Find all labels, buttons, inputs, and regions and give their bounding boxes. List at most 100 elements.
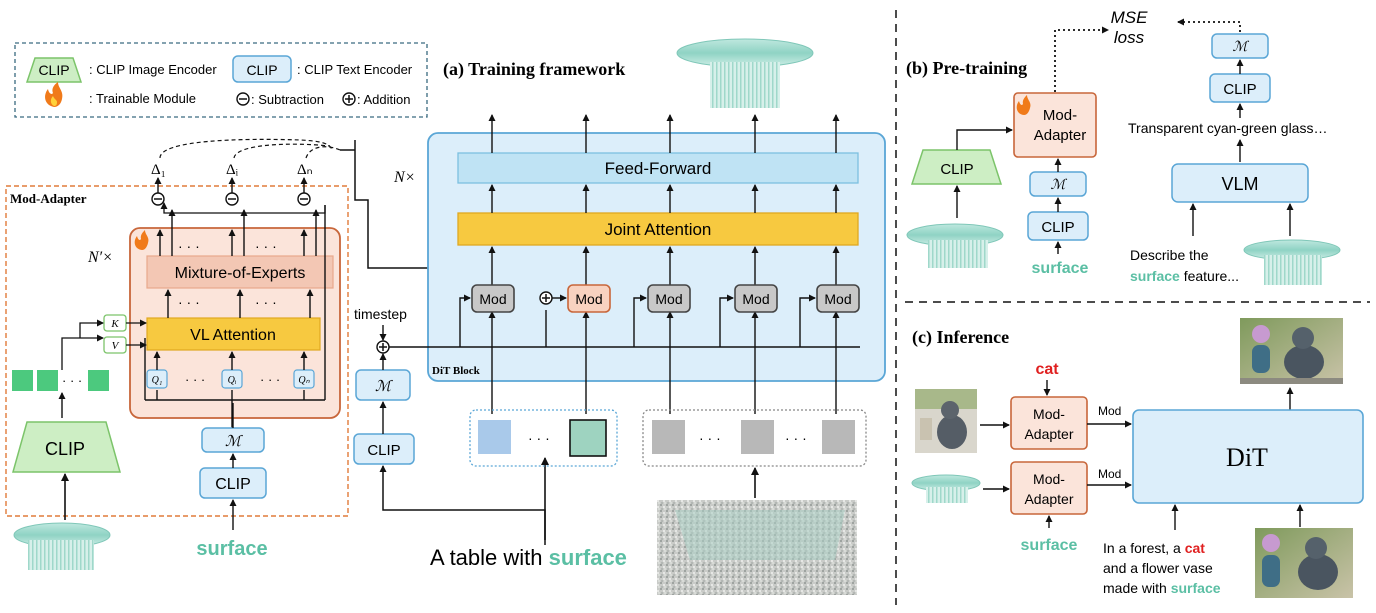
clip-text-encoder-label: CLIP: [1041, 219, 1074, 236]
text-token-surface: [569, 419, 607, 457]
mse-loss-line2: loss: [1114, 28, 1145, 47]
key-label: K: [110, 318, 119, 330]
legend-image-encoder-desc: : CLIP Image Encoder: [89, 62, 217, 77]
dit-block: [427, 132, 886, 382]
n-prime-label: N′×: [87, 249, 113, 266]
delta-n-label: Δₙ: [297, 162, 313, 178]
dots: · · ·: [255, 238, 277, 254]
surface-word: surface: [1021, 537, 1078, 554]
mod-adapter-label-line1: Mod-: [1033, 406, 1065, 422]
inference-prompt-line3-prefix: made with: [1103, 580, 1171, 596]
query-label-i: Qᵢ: [228, 375, 237, 386]
inference-prompt-line3: made with surface: [1103, 580, 1221, 596]
mod-adapter-label-line1: Mod-: [1043, 107, 1077, 124]
dit-label: DiT: [1226, 443, 1268, 472]
mod-label: Mod: [575, 291, 602, 307]
surface-word: surface: [1032, 260, 1089, 277]
dots: · · ·: [255, 294, 277, 310]
clip-image-encoder-label: CLIP: [45, 439, 85, 459]
vlm-caption: Transparent cyan-green glass…: [1128, 120, 1327, 136]
clip-image-encoder-shape: [25, 57, 83, 83]
surface-image: [911, 474, 981, 503]
inference-prompt-line1: In a forest, a cat: [1103, 540, 1205, 556]
dots: · · ·: [62, 373, 82, 388]
delta-outputs: Δ₁ Δᵢ Δₙ: [151, 138, 341, 214]
clip-image-encoder: [12, 421, 121, 473]
image-token: [88, 370, 109, 391]
legend-subtraction-desc: : Subtraction: [251, 92, 324, 107]
modifier-label: ℳ: [1051, 178, 1068, 193]
flame-icon: [134, 230, 149, 250]
describe-prompt-rest: feature...: [1180, 268, 1239, 284]
dots: · · ·: [699, 430, 721, 446]
reference-cat-vase-image: [1255, 528, 1353, 598]
legend-clip-image-label: CLIP: [38, 62, 69, 78]
mod-box: [471, 284, 515, 313]
inference-prompt-cat: cat: [1185, 540, 1206, 556]
delta-i-label: Δᵢ: [226, 162, 239, 178]
image-token: [741, 420, 774, 454]
describe-prompt-line2: surface feature...: [1130, 268, 1239, 284]
image-token: [822, 420, 855, 454]
mod-adapter-block: [1010, 461, 1088, 515]
mod-label: Mod: [655, 291, 682, 307]
training-prompt-word: surface: [549, 545, 627, 570]
flame-icon: [45, 82, 63, 107]
legend-text-encoder-desc: : CLIP Text Encoder: [297, 62, 413, 77]
mod-box: [734, 284, 778, 313]
mod-label: Mod: [1098, 404, 1121, 418]
inference-prompt-line1-prefix: In a forest, a: [1103, 540, 1185, 556]
mse-loss-line1: MSE: [1111, 8, 1149, 27]
mod-label: Mod: [1098, 467, 1121, 481]
dots: · · ·: [178, 294, 200, 310]
mod-label: Mod: [824, 291, 851, 307]
surface-image: [1243, 239, 1341, 285]
flame-icon: [1016, 95, 1031, 115]
dots: · · ·: [178, 238, 200, 254]
clip-text-encoder-shape: [232, 55, 292, 83]
image-token: [12, 370, 33, 391]
modifier-box: [1211, 33, 1269, 59]
mod-adapter-region: [5, 185, 349, 517]
dit-block-label: DiT Block: [432, 365, 481, 377]
joint-attention-label: Joint Attention: [605, 220, 712, 239]
describe-prompt-line1: Describe the: [1130, 247, 1209, 263]
image-token: [37, 370, 58, 391]
surface-word: surface: [196, 538, 267, 560]
feed-forward-block: [457, 152, 859, 184]
generated-table-image: [676, 38, 814, 108]
modifier-label: ℳ: [375, 379, 393, 395]
dots: · · ·: [260, 372, 280, 387]
mod-adapter-label-line2: Adapter: [1024, 426, 1073, 442]
legend-addition-desc: : Addition: [357, 92, 411, 107]
inference-prompt-surface: surface: [1171, 580, 1221, 596]
clip-text-encoder-label: CLIP: [215, 476, 251, 493]
panel-a-title: (a) Training framework: [443, 59, 625, 80]
vlm-block: [1171, 163, 1309, 203]
surface-image: [13, 522, 111, 570]
timestep-label: timestep: [354, 306, 407, 322]
mod-box: [816, 284, 860, 313]
mod-label: Mod: [479, 291, 506, 307]
panel-b-title: (b) Pre-training: [906, 58, 1027, 79]
vl-attention-block: [146, 317, 321, 351]
text-token: [478, 420, 511, 454]
training-prompt-prefix: A table with: [430, 545, 549, 570]
moe-block: [146, 255, 334, 289]
surface-image: [906, 223, 1004, 268]
modifier-label: ℳ: [225, 434, 243, 450]
panel-c-title: (c) Inference: [912, 327, 1009, 348]
feed-forward-label: Feed-Forward: [605, 159, 712, 178]
training-prompt: A table with surface: [430, 545, 627, 570]
joint-attention-block: [457, 212, 859, 246]
legend: CLIP : CLIP Image Encoder CLIP : CLIP Te…: [14, 42, 428, 118]
image-token: [652, 420, 685, 454]
clip-image-encoder: [910, 149, 1003, 185]
delta-1-label: Δ₁: [151, 162, 166, 178]
mod-box-adapted: [567, 284, 611, 313]
text-token-group: [469, 409, 618, 467]
mod-adapter-label-line1: Mod-: [1033, 471, 1065, 487]
value-label: V: [112, 340, 120, 352]
moe-label: Mixture-of-Experts: [175, 265, 306, 282]
